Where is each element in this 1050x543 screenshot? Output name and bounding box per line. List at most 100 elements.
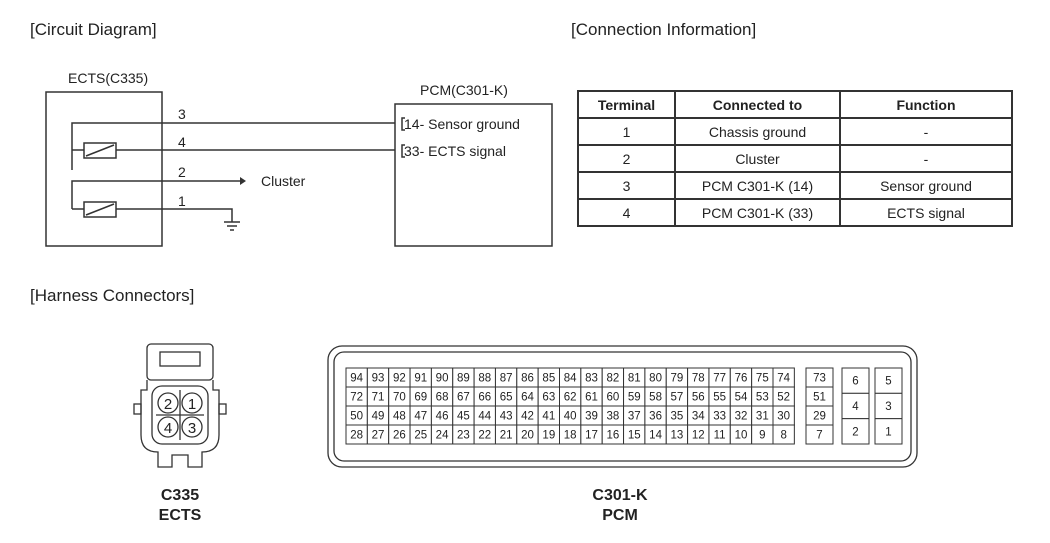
ects-connector-code: C335 <box>160 487 200 504</box>
pcm-connector-caption: C301-K PCM <box>570 486 670 526</box>
pcm-pin-70-label: 70 <box>393 392 406 404</box>
wire-1 <box>116 208 233 222</box>
harness-connectors-title: [Harness Connectors] <box>30 286 195 305</box>
cell-connected-to: PCM C301-K (14) <box>674 171 841 200</box>
pcm-pin-7-cell <box>805 424 834 445</box>
pcm-outer-frame <box>327 345 918 468</box>
wire-number-3: 3 <box>178 106 186 122</box>
pcm-pin-49-label: 49 <box>372 411 385 423</box>
pcm-pin-58-label: 58 <box>649 392 662 404</box>
cell-connected-to: Cluster <box>674 144 841 173</box>
pcm-pin-37-label: 37 <box>628 411 641 423</box>
pcm-inner-frame <box>333 351 912 462</box>
pcm-power-pin-4-cell <box>841 392 870 420</box>
pcm-pin-88-label: 88 <box>478 373 491 385</box>
pcm-power-pin-5-label: 5 <box>885 376 891 388</box>
header-connected-to: Connected to <box>674 90 841 119</box>
pcm-pin-78-label: 78 <box>692 373 705 385</box>
pcm-pin-74-label: 74 <box>777 373 790 385</box>
table-row: 1 Chassis ground - <box>577 117 1013 146</box>
pcm-pin-56-label: 56 <box>692 392 705 404</box>
cell-function: Sensor ground <box>839 171 1013 200</box>
thermistor-1-slash <box>85 144 115 157</box>
pcm-pin-76-label: 76 <box>735 373 748 385</box>
pcm-pin-55-label: 55 <box>713 392 726 404</box>
pcm-pin-73-label: 73 <box>813 373 826 385</box>
ects-pin-label: 1 <box>188 396 196 413</box>
ects-pin-label: 3 <box>188 420 196 437</box>
pcm-pin-48-label: 48 <box>393 411 406 423</box>
pcm-pin-29-label: 29 <box>813 411 826 423</box>
pcm-pin-92-label: 92 <box>393 373 406 385</box>
pcm-pin-15-label: 15 <box>628 430 641 442</box>
ects-latch <box>146 343 214 381</box>
pcm-pin-12-label: 12 <box>692 430 705 442</box>
pcm-pin-84-label: 84 <box>564 373 577 385</box>
pcm-pin-40-label: 40 <box>564 411 577 423</box>
pcm-pin-64-label: 64 <box>521 392 534 404</box>
pcm-pin-80-label: 80 <box>649 373 662 385</box>
pcm-pin-9-label: 9 <box>759 430 765 442</box>
pcm-pin-82-label: 82 <box>606 373 619 385</box>
cell-function: - <box>839 117 1013 146</box>
pcm-pin-44-label: 44 <box>478 411 491 423</box>
pcm-pin-14-label: 14- Sensor ground <box>404 116 520 132</box>
header-function: Function <box>839 90 1013 119</box>
table-row: 4 PCM C301-K (33) ECTS signal <box>577 198 1013 227</box>
pcm-pin-14-label: 14 <box>649 430 662 442</box>
pcm-pin-90-label: 90 <box>436 373 449 385</box>
pcm-pin-17-label: 17 <box>585 430 598 442</box>
pcm-pin-57-label: 57 <box>671 392 684 404</box>
pcm-pin-68-label: 68 <box>436 392 449 404</box>
pcm-pin-8-label: 8 <box>780 430 786 442</box>
ects-latch-tab <box>159 351 201 367</box>
circuit-diagram-title: [Circuit Diagram] <box>30 20 157 39</box>
ects-pin-4 <box>157 416 179 438</box>
pcm-box <box>394 103 553 247</box>
pcm-pin-79-label: 79 <box>671 373 684 385</box>
ground-icon <box>224 221 240 231</box>
pcm-power-pin-3-label: 3 <box>885 401 891 413</box>
ects-sensor-box <box>45 91 163 247</box>
thermistor-1 <box>83 142 117 159</box>
thermistor-2-slash <box>85 203 115 216</box>
pcm-pin-42-label: 42 <box>521 411 534 423</box>
pcm-pin-27-label: 27 <box>372 430 385 442</box>
cell-connected-to: Chassis ground <box>674 117 841 146</box>
pcm-power-pin-6-label: 6 <box>852 376 858 388</box>
ects-pin-label: 4 <box>164 420 172 437</box>
pcm-power-pin-2-label: 2 <box>852 426 858 438</box>
pin-marker-14 <box>401 117 405 131</box>
arrow-icon <box>240 177 246 185</box>
pcm-pin-46-label: 46 <box>436 411 449 423</box>
pcm-pin-36-label: 36 <box>649 411 662 423</box>
pcm-pin-66-label: 66 <box>478 392 491 404</box>
pcm-pin-23-label: 23 <box>457 430 470 442</box>
cell-terminal: 1 <box>577 117 676 146</box>
ects-face <box>151 385 209 445</box>
pcm-power-pin-5-cell <box>874 367 903 394</box>
pcm-pin-93-label: 93 <box>372 373 385 385</box>
pcm-pin-32-label: 32 <box>735 411 748 423</box>
connection-table: Terminal Connected to Function 1 Chassis… <box>577 90 1013 227</box>
header-terminal: Terminal <box>577 90 676 119</box>
pcm-pin-43-label: 43 <box>500 411 513 423</box>
pcm-connector-name: PCM <box>602 507 638 524</box>
wire-number-4: 4 <box>178 134 186 150</box>
pcm-pin-86-label: 86 <box>521 373 534 385</box>
pcm-pin-31-label: 31 <box>756 411 769 423</box>
pcm-pin-13-label: 13 <box>671 430 684 442</box>
pcm-pin-53-label: 53 <box>756 392 769 404</box>
pcm-pin-59-label: 59 <box>628 392 641 404</box>
pcm-pin-65-label: 65 <box>500 392 513 404</box>
pcm-pin-91-label: 91 <box>414 373 427 385</box>
cell-terminal: 4 <box>577 198 676 227</box>
pcm-pin-25-label: 25 <box>414 430 427 442</box>
pcm-power-pin-2-cell <box>841 418 870 445</box>
pcm-pin-21-label: 21 <box>500 430 513 442</box>
pcm-pin-54-label: 54 <box>735 392 748 404</box>
ects-connector-caption: C335 ECTS <box>130 486 230 526</box>
table-header-row: Terminal Connected to Function <box>577 90 1013 119</box>
